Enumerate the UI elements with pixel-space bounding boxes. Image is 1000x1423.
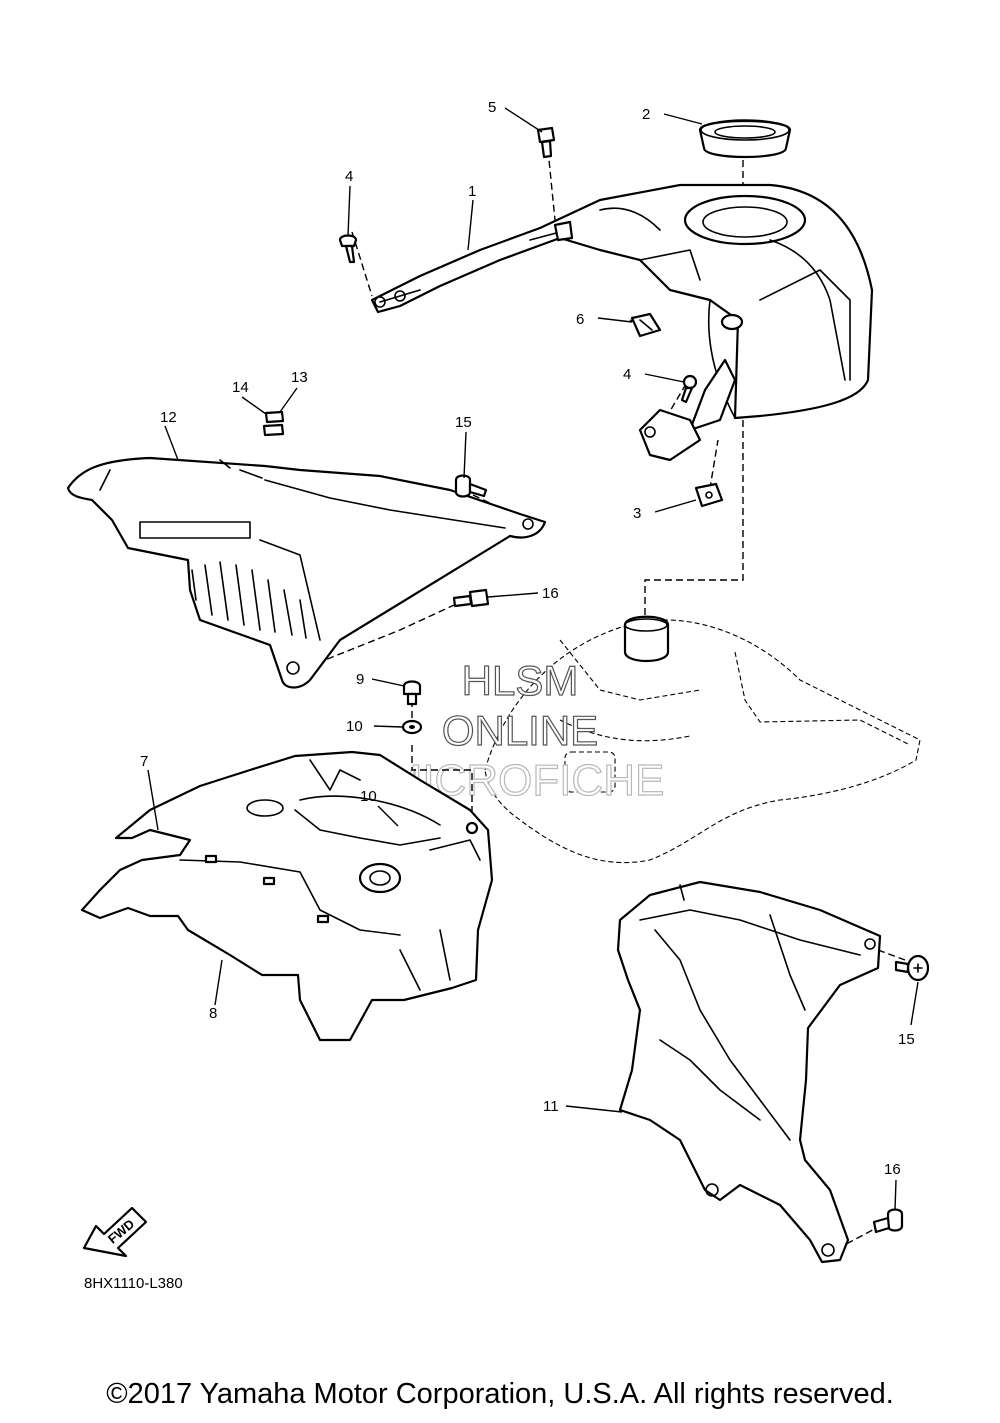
callout-1: 1 xyxy=(468,183,476,200)
callout-4-right: 4 xyxy=(623,366,631,383)
tank-cover xyxy=(370,183,874,462)
bolt-16-lower xyxy=(872,1208,904,1234)
callout-labels: 1 2 3 4 4 5 6 7 8 9 10 10 11 12 13 14 15… xyxy=(140,99,915,1178)
copyright-notice: ©2017 Yamaha Motor Corporation, U.S.A. A… xyxy=(106,1378,894,1410)
screw-9 xyxy=(402,680,422,706)
callout-10-lower: 10 xyxy=(360,788,377,805)
callout-9: 9 xyxy=(356,671,364,688)
callout-11: 11 xyxy=(543,1098,559,1115)
tank-grommet xyxy=(623,615,670,662)
bolt-16-upper xyxy=(452,588,490,608)
screw-4-right xyxy=(680,374,698,404)
pads-13-14 xyxy=(262,410,285,437)
side-cover-left xyxy=(66,456,547,689)
callout-7: 7 xyxy=(140,753,148,770)
callout-15-upper: 15 xyxy=(455,414,472,431)
callout-16-upper: 16 xyxy=(542,585,559,602)
fwd-arrow-icon: FWD xyxy=(82,1206,148,1258)
screw-4-left xyxy=(338,234,358,264)
callout-10-upper: 10 xyxy=(346,718,363,735)
diagram-code: 8HX1110-L380 xyxy=(84,1275,183,1292)
callout-6: 6 xyxy=(576,311,584,328)
washer-10-upper xyxy=(401,719,423,735)
callout-13: 13 xyxy=(291,369,308,386)
side-cover-right xyxy=(616,880,882,1264)
part-6-clip xyxy=(630,312,662,338)
watermark-line2: ONLINE xyxy=(442,707,598,754)
bolt-15-lower xyxy=(894,954,930,982)
callout-12: 12 xyxy=(160,409,177,426)
callout-2: 2 xyxy=(642,106,650,123)
bolt-5 xyxy=(536,126,556,159)
callout-5: 5 xyxy=(488,99,496,116)
watermark: HLSM ONLINE MICROFICHE xyxy=(385,656,665,805)
callout-14: 14 xyxy=(232,379,249,396)
leader-lines xyxy=(147,107,919,1211)
callout-4-left: 4 xyxy=(345,168,353,185)
callout-16-lower: 16 xyxy=(884,1161,901,1178)
fuel-cap-ring xyxy=(698,119,792,159)
callout-15-lower: 15 xyxy=(898,1031,915,1048)
callout-8: 8 xyxy=(209,1005,217,1022)
bolt-15-upper xyxy=(454,474,488,498)
callout-3: 3 xyxy=(633,505,641,522)
part-3-clip xyxy=(694,482,724,508)
front-center-cover xyxy=(80,750,494,1042)
watermark-line1: HLSM xyxy=(462,657,579,704)
